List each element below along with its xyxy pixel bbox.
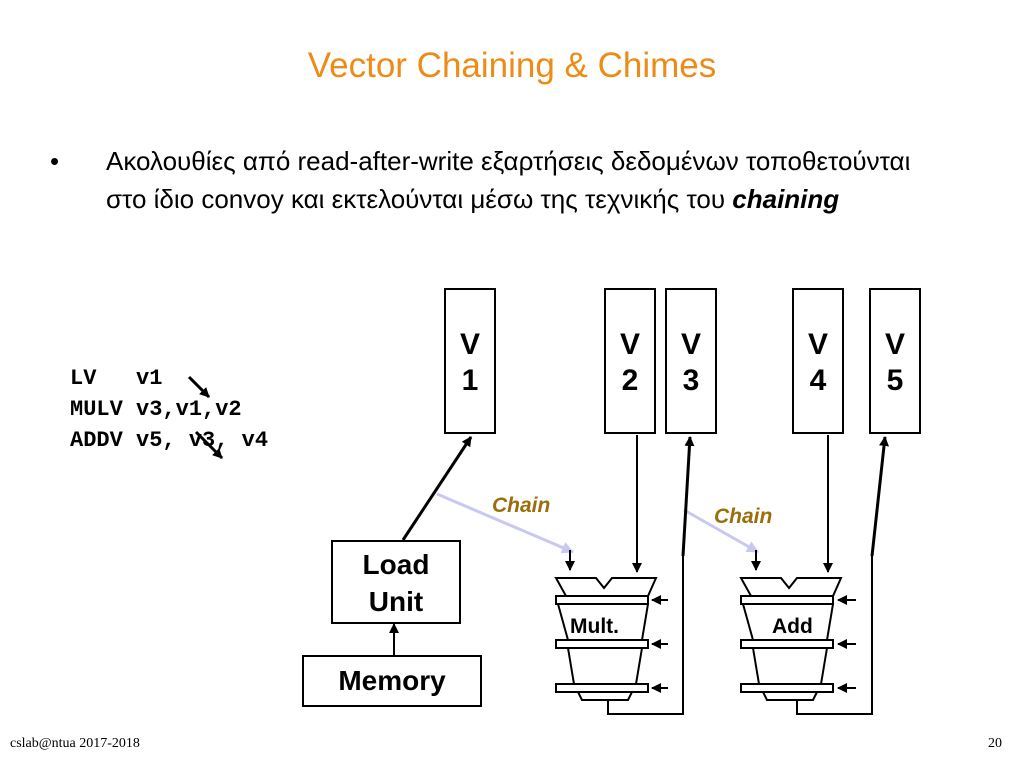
chain-label-2: Chain — [714, 505, 773, 528]
bullet-text: Ακολουθίες από read-after-write εξαρτήσε… — [106, 142, 926, 218]
register-v1: V 1 — [444, 288, 496, 434]
page-number: 20 — [988, 736, 1002, 751]
load-unit-label-line1: Load — [362, 549, 430, 580]
add-pipeline — [739, 577, 856, 701]
code-line: LV v1 — [70, 366, 163, 391]
memory-box: Memory — [302, 655, 482, 707]
bullet-text-main: Ακολουθίες από read-after-write εξαρτήσε… — [106, 146, 911, 214]
load-to-v1-arrow — [401, 436, 473, 541]
register-index: 3 — [682, 364, 700, 397]
chain-arrow-2 — [683, 508, 759, 554]
add-to-v5-wire — [796, 556, 873, 715]
chain-arrow-1 — [436, 492, 574, 554]
mult-pipeline — [554, 577, 668, 701]
register-letter: V — [807, 328, 828, 361]
slide-title: Vector Chaining & Chimes — [307, 46, 717, 85]
chain-label-1: Chain — [492, 494, 551, 517]
bullet-marker: • — [50, 146, 60, 176]
register-letter: V — [459, 328, 480, 361]
register-index: 2 — [621, 364, 639, 397]
register-letter: V — [680, 328, 701, 361]
register-letter: V — [619, 328, 640, 361]
footer-left: cslab@ntua 2017-2018 — [10, 736, 140, 751]
load-unit-label-line2: Unit — [368, 586, 424, 617]
register-index: 4 — [809, 364, 827, 397]
dependency-arrow — [187, 375, 211, 399]
code-line: ADDV v5, v3, v4 — [70, 428, 269, 453]
add-label: Add — [772, 615, 813, 638]
register-v4: V 4 — [792, 288, 844, 434]
register-v5: V 5 — [869, 288, 921, 434]
register-v3: V 3 — [665, 288, 717, 434]
register-letter: V — [884, 328, 905, 361]
register-v2: V 2 — [604, 288, 656, 434]
code-line: MULV v3,v1,v2 — [70, 397, 242, 422]
register-index: 5 — [886, 364, 904, 397]
bullet-text-emphasis: chaining — [732, 184, 840, 214]
load-unit-box: Load Unit — [331, 540, 461, 624]
dependency-arrow — [194, 430, 224, 460]
mult-label: Mult. — [570, 615, 619, 638]
register-index: 1 — [461, 364, 479, 397]
